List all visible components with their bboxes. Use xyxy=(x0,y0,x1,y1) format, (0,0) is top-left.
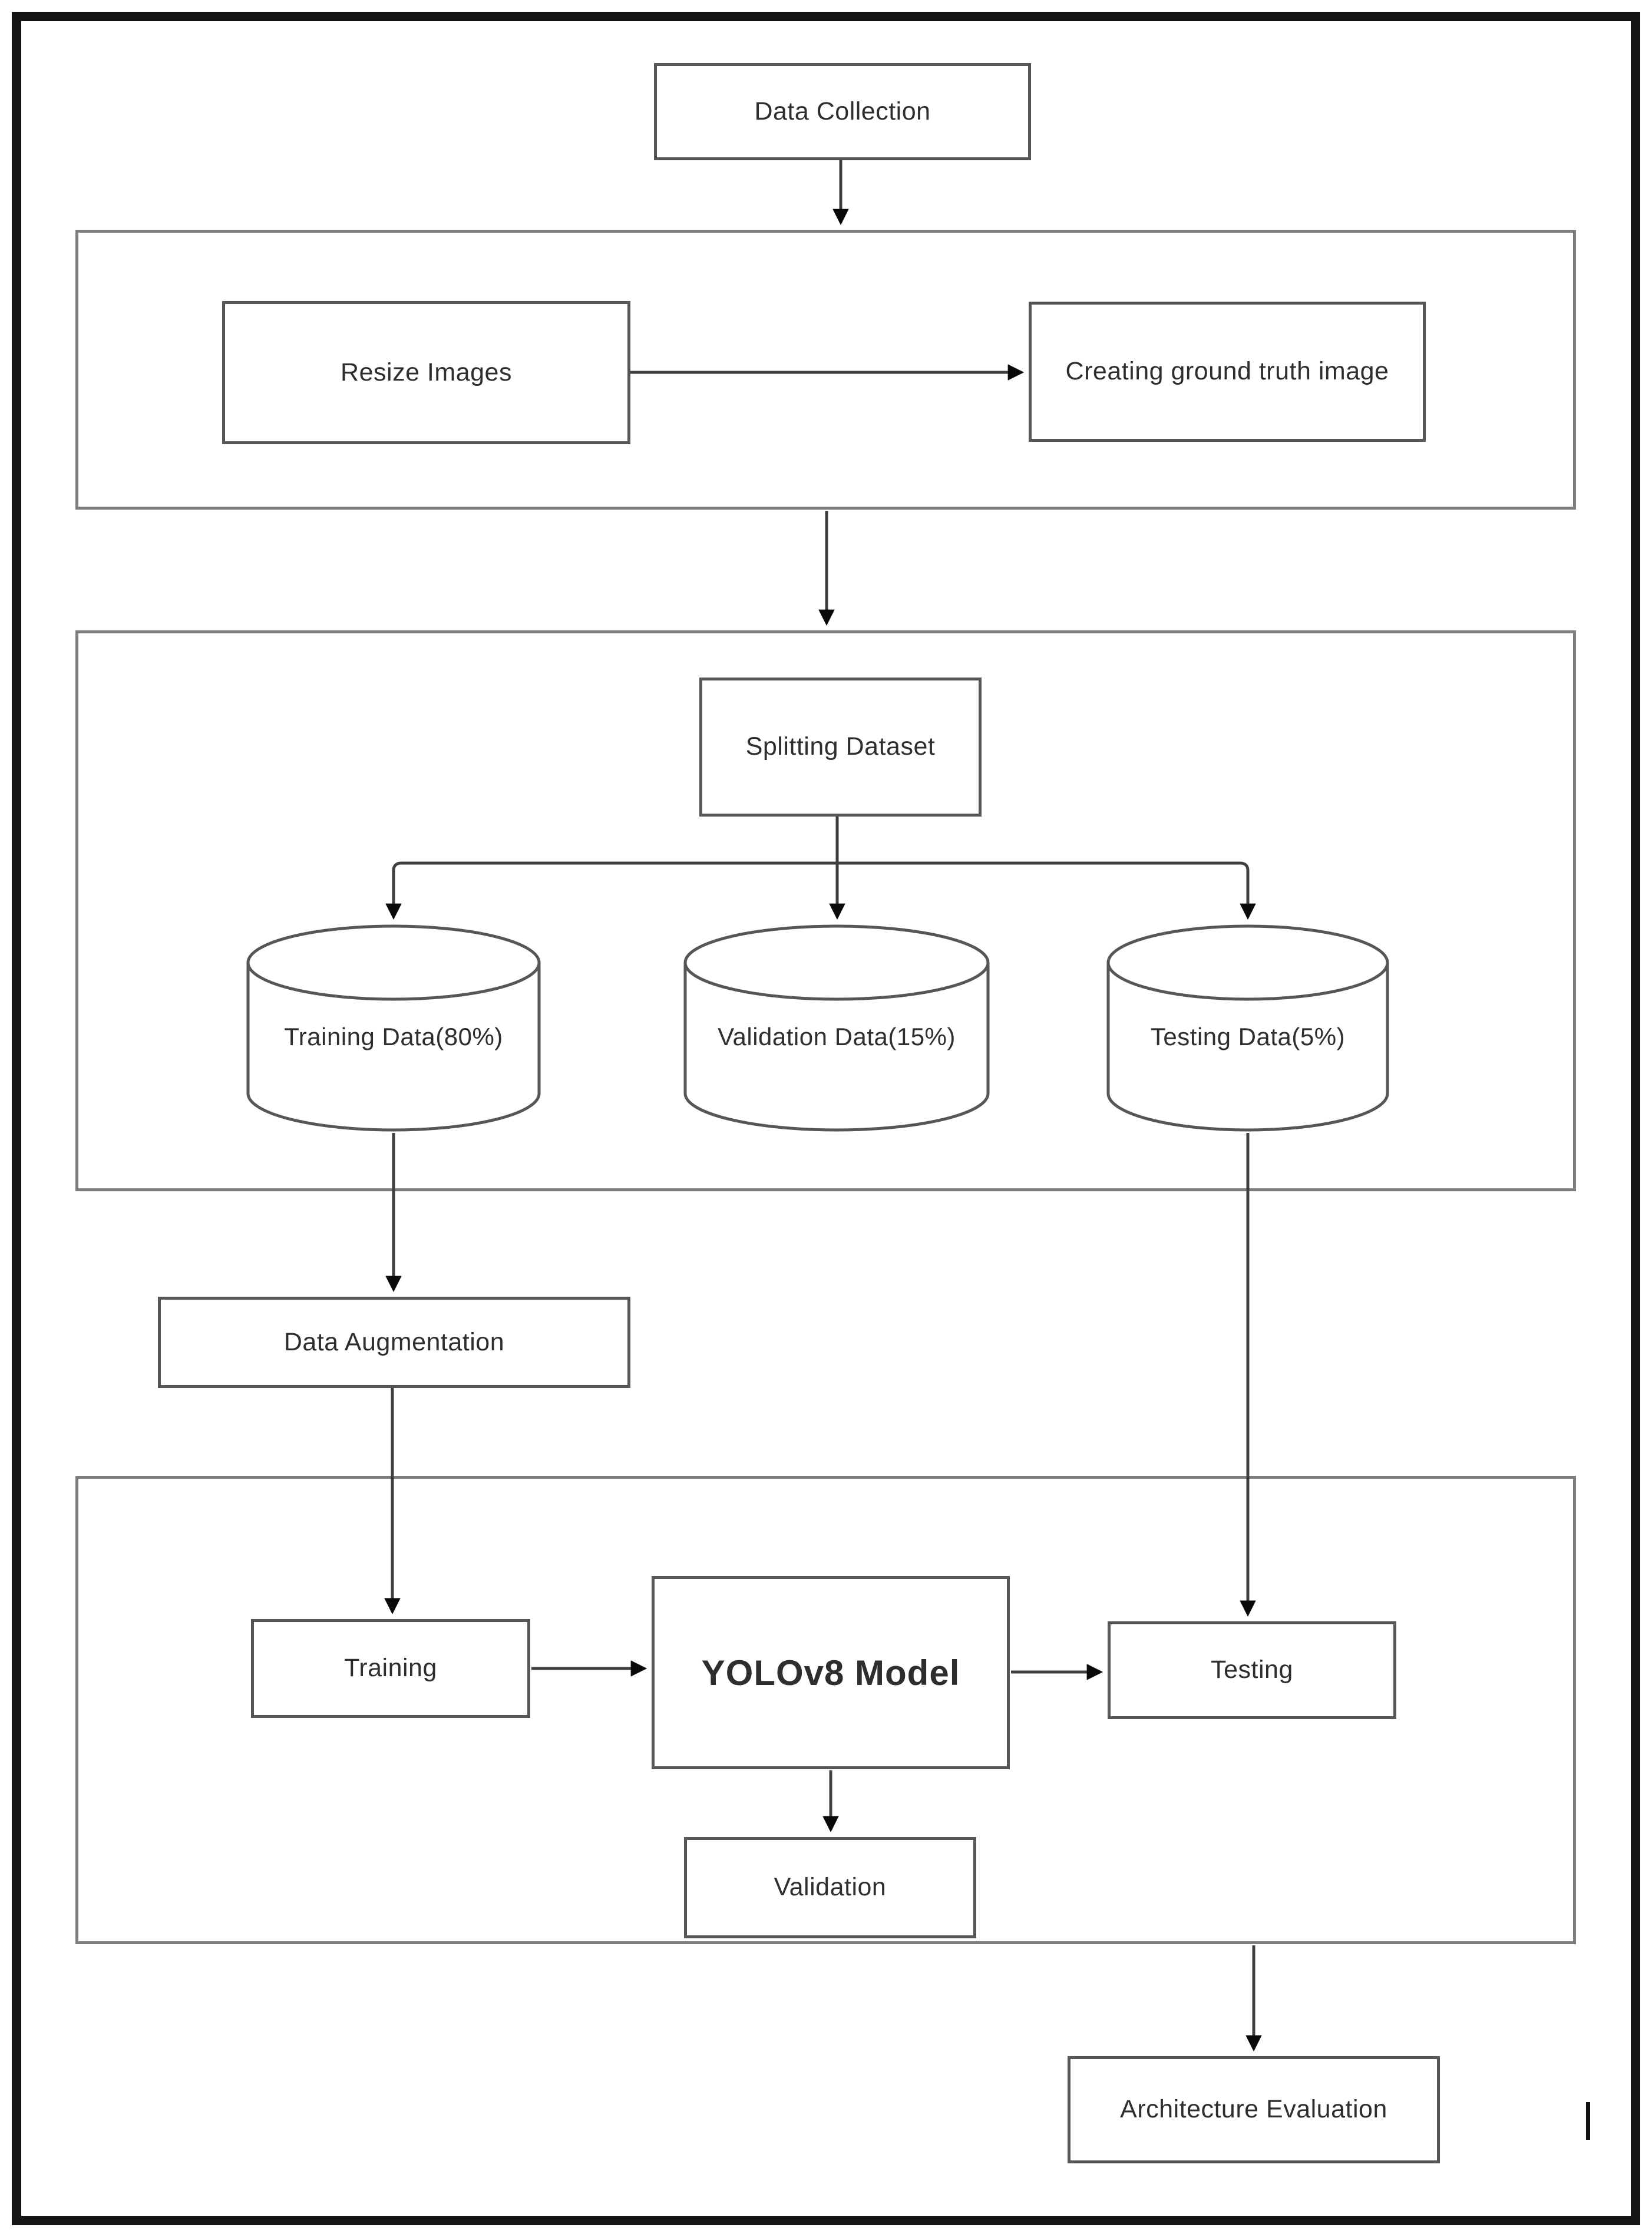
data-collection-node: Data Collection xyxy=(654,63,1031,160)
resize-images-node: Resize Images xyxy=(222,301,630,444)
testing-data-label: Testing Data(5%) xyxy=(1150,1023,1346,1050)
model-stage-container xyxy=(75,1476,1576,1944)
testing-label: Testing xyxy=(1211,1656,1293,1684)
creating-ground-truth-label: Creating ground truth image xyxy=(1065,357,1389,386)
validation-data-label: Validation Data(15%) xyxy=(718,1023,956,1050)
splitting-dataset-node: Splitting Dataset xyxy=(699,678,982,817)
yolov8-model-node: YOLOv8 Model xyxy=(652,1576,1010,1769)
validation-data-cylinder xyxy=(683,924,990,1132)
training-node: Training xyxy=(251,1619,530,1718)
text-cursor-artifact xyxy=(1586,2102,1590,2140)
data-augmentation-label: Data Augmentation xyxy=(283,1327,505,1356)
testing-data-cylinder xyxy=(1106,924,1389,1132)
arrow-split-to-testingdata xyxy=(837,861,1256,920)
outer-frame xyxy=(12,12,1640,2225)
validation-label: Validation xyxy=(774,1873,887,1902)
splitting-dataset-label: Splitting Dataset xyxy=(745,732,936,761)
yolov8-model-label: YOLOv8 Model xyxy=(701,1653,960,1693)
resize-images-label: Resize Images xyxy=(341,358,512,386)
arrow-split-to-trainingdata xyxy=(385,861,837,920)
validation-node: Validation xyxy=(684,1837,976,1938)
architecture-evaluation-node: Architecture Evaluation xyxy=(1068,2056,1440,2163)
data-collection-label: Data Collection xyxy=(754,97,931,125)
training-data-label: Training Data(80%) xyxy=(284,1023,503,1050)
training-label: Training xyxy=(344,1654,437,1683)
testing-node: Testing xyxy=(1108,1621,1396,1719)
training-data-cylinder xyxy=(246,924,541,1132)
architecture-evaluation-label: Architecture Evaluation xyxy=(1120,2095,1387,2124)
preprocessing-stage-container xyxy=(75,230,1576,510)
creating-ground-truth-node: Creating ground truth image xyxy=(1029,302,1426,442)
splitting-stage-container xyxy=(75,630,1576,1191)
data-augmentation-node: Data Augmentation xyxy=(158,1297,630,1388)
